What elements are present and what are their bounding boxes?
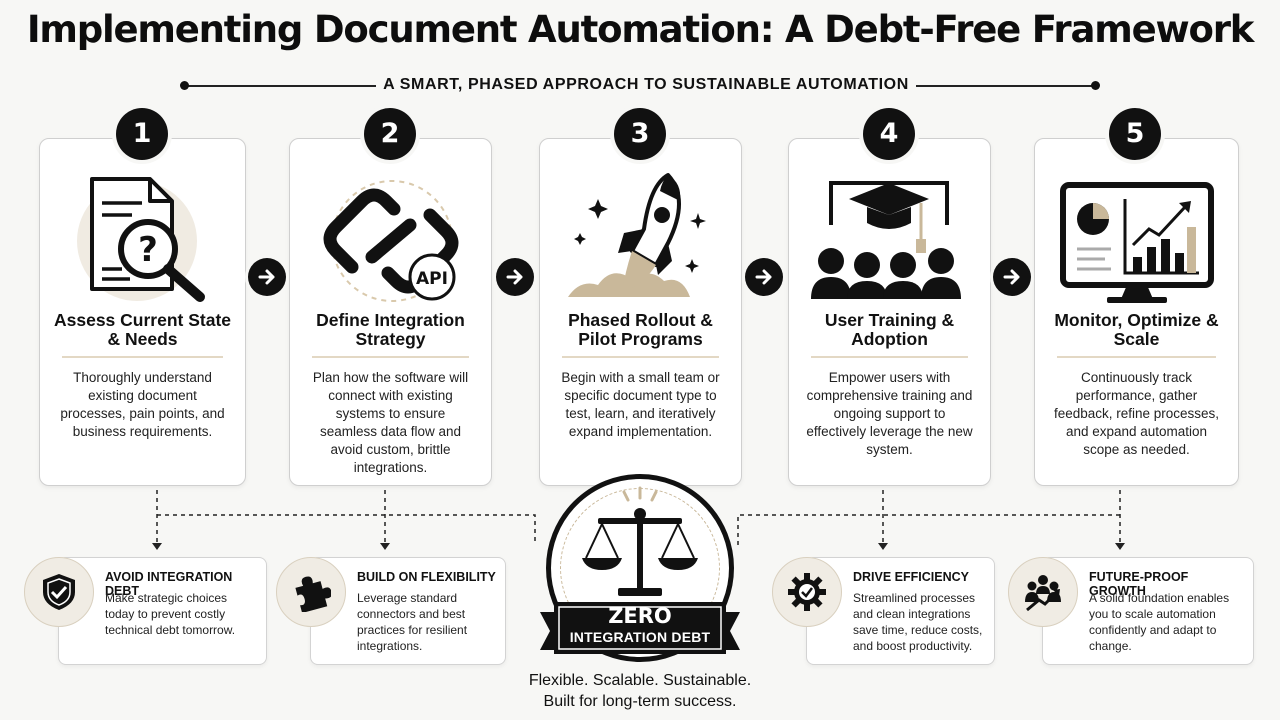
chain-link-api-icon: API bbox=[323, 180, 459, 302]
subtitle-rule-left bbox=[184, 85, 376, 87]
step-description: Empower users with comprehensive trainin… bbox=[806, 370, 973, 457]
step-divider bbox=[312, 356, 469, 358]
step-card-phased-rollout: Phased Rollout & Pilot Programs Begin wi… bbox=[539, 138, 742, 486]
step-number-3: 3 bbox=[614, 108, 666, 160]
step-number-2: 2 bbox=[364, 108, 416, 160]
step-card-integration-strategy: API Define Integration Strategy Plan how… bbox=[289, 138, 492, 486]
subtitle-rule-right bbox=[916, 85, 1096, 87]
benefit-description: A solid foundation enables you to scale … bbox=[1089, 591, 1230, 653]
step-description: Thoroughly understand existing document … bbox=[60, 370, 225, 439]
step-title: Phased Rollout & Pilot Programs bbox=[568, 310, 713, 349]
benefit-description: Make strategic choices today to prevent … bbox=[105, 591, 236, 637]
step-title: Assess Current State & Needs bbox=[53, 310, 232, 349]
tagline-line-1: Flexible. Scalable. Sustainable. bbox=[528, 672, 752, 689]
page-title: Implementing Document Automation: A Debt… bbox=[26, 8, 1255, 51]
step-description: Plan how the software will connect with … bbox=[312, 370, 469, 475]
svg-text:?: ? bbox=[138, 230, 158, 270]
subtitle-dot-left bbox=[180, 81, 189, 90]
step-number-1: 1 bbox=[116, 108, 168, 160]
benefit-title: AVOID INTEGRATION DEBT bbox=[105, 570, 233, 598]
benefit-card-avoid-debt: AVOID INTEGRATION DEBT Make strategic ch… bbox=[58, 557, 267, 665]
banner-subtitle: INTEGRATION DEBT bbox=[569, 629, 711, 645]
step-number-4: 4 bbox=[863, 108, 915, 160]
team-growth-icon bbox=[1008, 557, 1078, 627]
step-title: User Training & Adoption bbox=[824, 310, 955, 349]
step-title: Monitor, Optimize & Scale bbox=[1054, 310, 1219, 349]
step-card-assess: ? Assess Current State & Needs Thoroughl… bbox=[39, 138, 246, 486]
banner-title: ZERO bbox=[608, 604, 672, 628]
rocket-icon bbox=[568, 173, 706, 297]
benefit-title: FUTURE-PROOF GROWTH bbox=[1089, 570, 1189, 598]
shield-check-icon bbox=[24, 557, 94, 627]
step-number-5: 5 bbox=[1109, 108, 1161, 160]
gear-check-icon bbox=[772, 557, 842, 627]
step-card-user-training: User Training & Adoption Empower users w… bbox=[788, 138, 991, 486]
training-group-icon bbox=[811, 181, 961, 299]
step-divider bbox=[62, 356, 223, 358]
step-title: Define Integration Strategy bbox=[316, 310, 465, 349]
document-search-icon: ? bbox=[77, 177, 205, 302]
zero-debt-banner bbox=[540, 602, 740, 654]
arrow-right-icon bbox=[496, 258, 534, 296]
balance-scale-icon bbox=[582, 486, 698, 596]
arrow-right-icon bbox=[745, 258, 783, 296]
benefit-title: BUILD ON FLEXIBILITY bbox=[357, 570, 496, 584]
api-label: API bbox=[416, 269, 448, 289]
arrow-right-icon bbox=[248, 258, 286, 296]
step-divider bbox=[1057, 356, 1216, 358]
page-subtitle: A SMART, PHASED APPROACH TO SUSTAINABLE … bbox=[383, 76, 909, 93]
benefit-title: DRIVE EFFICIENCY bbox=[853, 570, 969, 584]
step-card-monitor-optimize: Monitor, Optimize & Scale Continuously t… bbox=[1034, 138, 1239, 486]
step-description: Continuously track performance, gather f… bbox=[1053, 370, 1220, 457]
puzzle-piece-icon bbox=[276, 557, 346, 627]
benefit-card-future-proof: FUTURE-PROOF GROWTH A solid foundation e… bbox=[1042, 557, 1254, 665]
benefit-description: Streamlined processes and clean integrat… bbox=[853, 591, 983, 653]
arrow-right-icon bbox=[993, 258, 1031, 296]
tagline: Flexible. Scalable. Sustainable. Built f… bbox=[440, 670, 840, 712]
subtitle-dot-right bbox=[1091, 81, 1100, 90]
step-description: Begin with a small team or specific docu… bbox=[561, 370, 720, 439]
tagline-line-2: Built for long-term success. bbox=[543, 693, 737, 710]
step-divider bbox=[811, 356, 968, 358]
step-divider bbox=[562, 356, 719, 358]
benefit-description: Leverage standard connectors and best pr… bbox=[357, 591, 468, 653]
benefit-card-flexibility: BUILD ON FLEXIBILITY Leverage standard c… bbox=[310, 557, 506, 665]
analytics-monitor-icon bbox=[1060, 182, 1214, 303]
